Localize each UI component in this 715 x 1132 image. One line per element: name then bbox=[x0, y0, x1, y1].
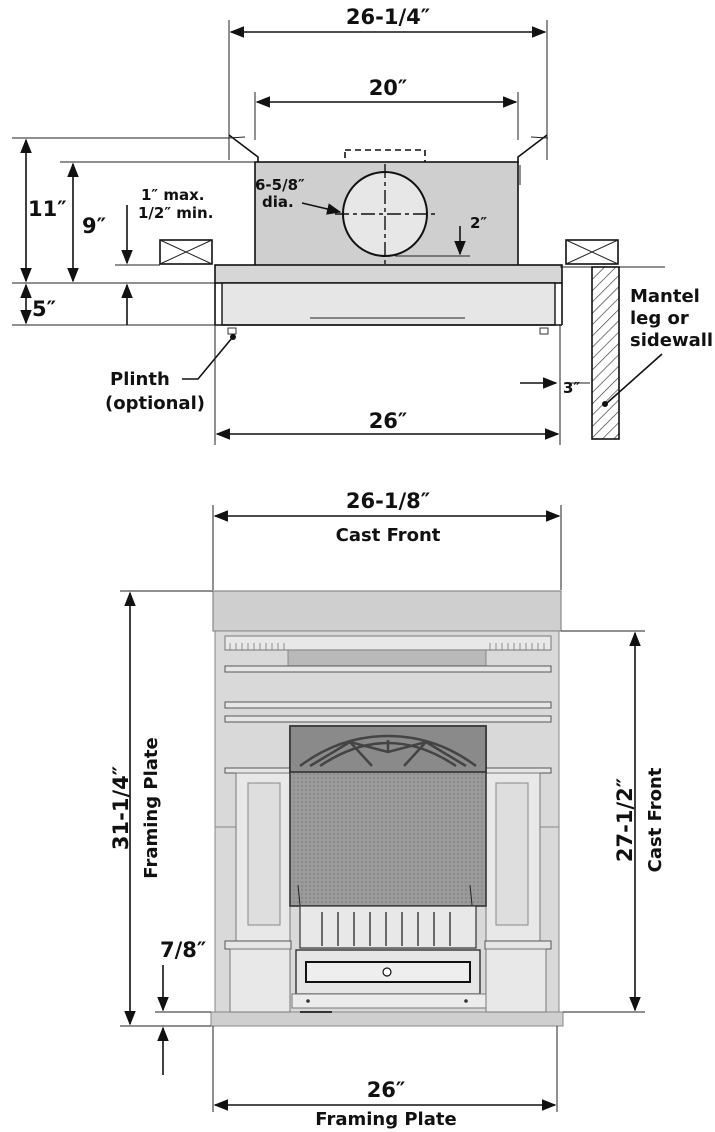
label-framing-height-caption: Framing Plate bbox=[141, 737, 162, 878]
label-height-11: 11″ bbox=[28, 197, 67, 221]
mantel-shelf bbox=[212, 590, 562, 632]
top-plate bbox=[214, 264, 563, 284]
left-flange bbox=[228, 134, 259, 163]
mantel-leader bbox=[606, 353, 663, 404]
left-pillar-panel bbox=[247, 782, 281, 926]
label-sidewall-gap: 3″ bbox=[563, 379, 580, 397]
grate-bars bbox=[321, 912, 451, 946]
frieze-panel bbox=[287, 649, 487, 667]
label-overall-width: 26-1/4″ bbox=[346, 5, 430, 29]
ornament-scroll bbox=[299, 734, 477, 768]
mantel-leg bbox=[591, 266, 620, 440]
label-clearance-min: 1/2″ min. bbox=[138, 204, 213, 222]
right-pillar-panel bbox=[495, 782, 529, 926]
label-mantel-1: Mantel bbox=[630, 286, 700, 307]
label-bottom-offset: 7/8″ bbox=[160, 938, 206, 962]
label-height-5: 5″ bbox=[32, 297, 56, 321]
label-plinth-1: Plinth bbox=[110, 369, 170, 390]
label-cast-front-width: 26-1/8″ bbox=[346, 489, 430, 513]
label-flue-offset: 2″ bbox=[470, 214, 487, 232]
dentil-row bbox=[229, 643, 545, 650]
upper-band bbox=[224, 665, 552, 673]
label-height-9: 9″ bbox=[82, 214, 106, 238]
label-mantel-2: leg or bbox=[630, 308, 689, 329]
label-clearance-max: 1″ max. bbox=[141, 186, 205, 204]
label-mantel-3: sidewall bbox=[630, 330, 713, 351]
label-cast-front-width-caption: Cast Front bbox=[336, 525, 441, 546]
label-box-width: 20″ bbox=[369, 76, 408, 100]
label-framing-height: 31-1/4″ bbox=[109, 766, 133, 850]
fire-grate bbox=[299, 905, 477, 949]
plinth-leader bbox=[182, 337, 233, 380]
left-plinth-block bbox=[229, 948, 291, 1013]
right-flange bbox=[517, 134, 548, 163]
left-wall-block bbox=[159, 239, 213, 265]
right-plinth-block bbox=[485, 948, 547, 1013]
label-cast-front-height: 27-1/2″ bbox=[613, 778, 637, 862]
top-view: 26-1/4″ 20″ 6-5/8″ dia. 2″ bbox=[12, 5, 713, 445]
label-flue-dia-2: dia. bbox=[262, 193, 294, 211]
label-base-width: 26″ bbox=[369, 409, 408, 433]
framing-base bbox=[210, 1011, 564, 1027]
plinth bbox=[221, 282, 556, 326]
label-cast-front-height-caption: Cast Front bbox=[645, 767, 666, 872]
label-framing-width: 26″ bbox=[367, 1078, 406, 1102]
label-plinth-2: (optional) bbox=[105, 393, 205, 414]
label-framing-width-caption: Framing Plate bbox=[315, 1109, 456, 1130]
right-wall-block bbox=[565, 239, 619, 265]
front-view: 26-1/8″ Cast Front bbox=[109, 489, 666, 1130]
flue-dia-leader bbox=[301, 202, 342, 215]
label-flue-dia-1: 6-5/8″ bbox=[255, 176, 305, 194]
